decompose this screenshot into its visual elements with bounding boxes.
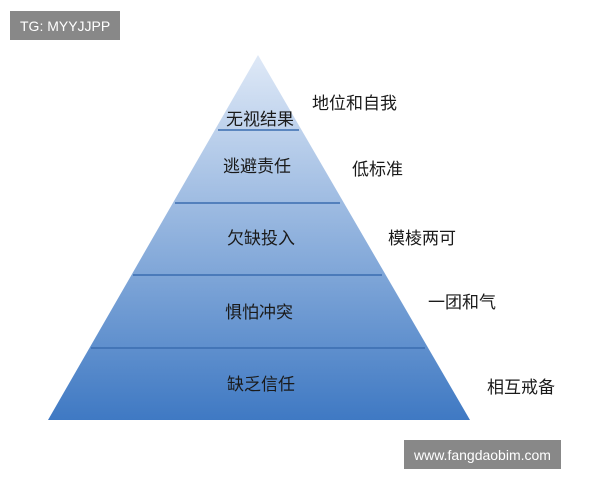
- watermark-bottom: www.fangdaobim.com: [404, 440, 561, 469]
- side-label-ambiguity: 模棱两可: [388, 229, 456, 249]
- layer-label-accountability: 逃避责任: [223, 157, 291, 177]
- layer-label-commitment: 欠缺投入: [227, 229, 295, 249]
- layer-label-conflict: 惧怕冲突: [225, 303, 293, 323]
- watermark-top: TG: MYYJJPP: [10, 11, 121, 40]
- side-label-low-standards: 低标准: [352, 160, 403, 180]
- side-label-artificial-harmony: 一团和气: [428, 293, 496, 313]
- layer-label-results: 无视结果: [226, 110, 294, 130]
- layer-label-trust: 缺乏信任: [227, 375, 295, 395]
- side-label-invulnerability: 相互戒备: [487, 378, 555, 398]
- pyramid-shape: [48, 55, 470, 420]
- side-label-status-ego: 地位和自我: [312, 94, 397, 114]
